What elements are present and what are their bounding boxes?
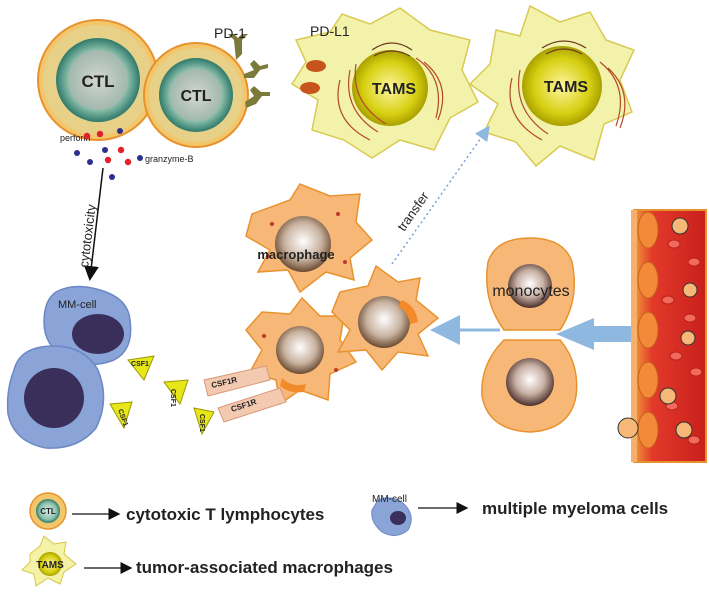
- csf1-ligand-2: CSF1: [163, 379, 189, 407]
- monocyte-cell-1: monocytes: [485, 237, 575, 331]
- legend-tams-icon-label: TAMS: [36, 560, 64, 571]
- legend-ctl-icon-label: CTL: [40, 507, 56, 516]
- legend-ctl-icon: CTL: [29, 492, 67, 530]
- legend-ctl-text: cytotoxic T lymphocytes: [126, 505, 324, 524]
- pd1-label: PD-1: [214, 25, 246, 41]
- csf1-ligand-3: CSF1: [109, 401, 133, 430]
- legend-mm-icon-label: MM-cell: [372, 494, 407, 505]
- legend-tams-icon: TAMS: [21, 535, 77, 587]
- tams-label-2: TAMS: [544, 79, 588, 96]
- macrophage-cell: macrophage: [245, 183, 374, 294]
- monocytes-label: monocytes: [492, 283, 569, 300]
- monocyte-extravasation-arrow: [556, 318, 634, 350]
- csf1-label-4: CSF1: [198, 414, 205, 432]
- cytotoxicity-arrow: [83, 167, 104, 281]
- perforin-dots: [83, 130, 132, 166]
- macrophage-label: macrophage: [257, 247, 334, 262]
- macrophage-migrating-cell: [331, 264, 440, 372]
- csf1-label-2: CSF1: [169, 389, 176, 407]
- monocyte-cell-2: [481, 339, 578, 433]
- csf1r-receptor-1: CSF1R: [203, 365, 271, 397]
- pdl1-receptors: [300, 60, 326, 94]
- mm-cell-1: MM-cell: [43, 285, 132, 366]
- legend: CTL cytotoxic T lymphocytes MM-cell mult…: [21, 492, 668, 587]
- legend-mm-text: multiple myeloma cells: [482, 499, 668, 518]
- legend-tams-text: tumor-associated macrophages: [136, 558, 393, 577]
- tams-cell-1: TAMS: [290, 7, 479, 159]
- csf1-label-1: CSF1: [131, 361, 149, 368]
- macrophage-csf1r-cell: [245, 296, 358, 406]
- csf1r-receptor-2: CSF1R: [217, 387, 287, 423]
- ctl-label-2: CTL: [180, 88, 211, 105]
- mm-cell-2: [6, 345, 105, 449]
- blood-vessel: [617, 209, 707, 463]
- csf1-ligand-1: CSF1: [127, 355, 155, 381]
- pd1-receptors: [228, 34, 270, 108]
- granzyme-dots: [74, 128, 143, 180]
- mm-cell-label: MM-cell: [58, 299, 97, 311]
- csf1-ligand-4: CSF1: [193, 407, 215, 436]
- tams-cell-2: TAMS: [468, 4, 636, 168]
- ctl-cell-1: CTL: [37, 19, 159, 141]
- legend-mm-icon: MM-cell: [371, 494, 412, 536]
- perforin-label: perforin: [60, 133, 91, 143]
- transfer-arrow: [391, 125, 490, 265]
- pdl1-label: PD-L1: [310, 23, 350, 39]
- ctl-cell-2: CTL: [143, 42, 249, 148]
- tams-label-1: TAMS: [372, 81, 416, 98]
- granzyme-label: granzyme-B: [145, 154, 194, 164]
- ctl-label-1: CTL: [81, 72, 114, 91]
- transfer-label: transfer: [394, 188, 432, 233]
